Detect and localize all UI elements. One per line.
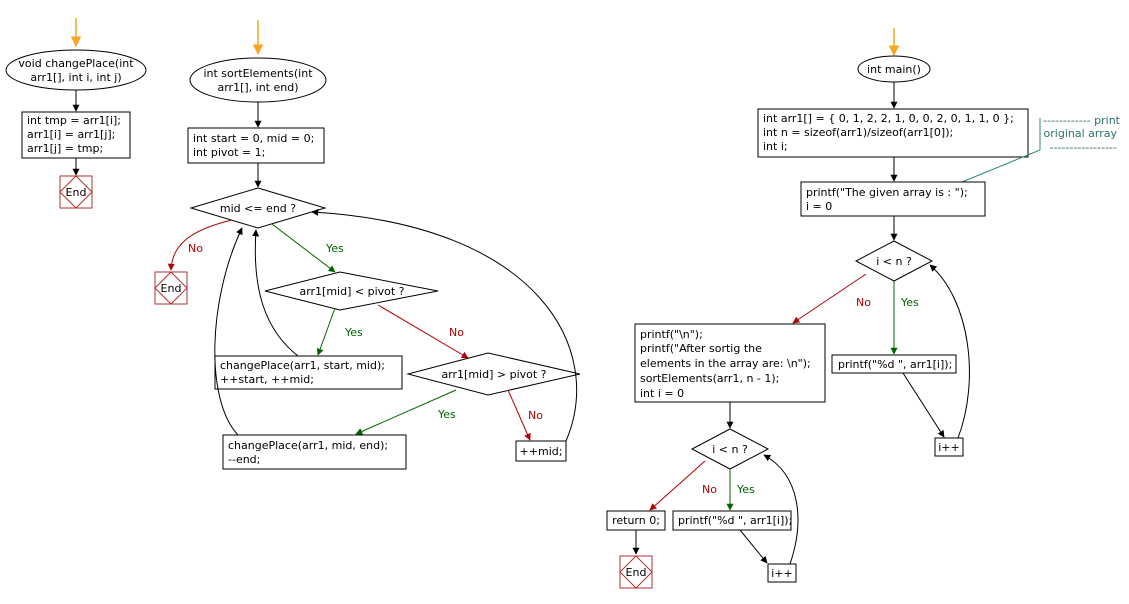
sort-elements-greater-condition-text: arr1[mid] > pivot ? [441,368,546,381]
no-label: No [856,296,871,309]
main-inc-1-node [934,437,964,457]
main-end-label: End [626,566,647,579]
yes-arrow [355,389,457,435]
sort-elements-swap-end-line-1: changePlace(arr1, mid, end); [228,439,388,452]
main-print-given-line-1: printf("The given array is : "); [806,186,968,199]
change-place-end-label: End [66,186,87,199]
change-place-start-line-2: arr1[], int i, int j) [30,71,121,84]
no-arrow [377,304,469,359]
main-after-line-3: elements in the array are: \n"); [640,357,811,370]
main-second-loop-condition-text: i < n ? [712,443,748,456]
loop-back-arrow [763,454,799,565]
main-decl-line-2: int n = sizeof(arr1)/sizeof(arr1[0]); [763,126,953,139]
main-print-item-1-node [831,354,957,374]
main-inc-2-node [767,563,797,583]
sort-elements-less-condition-text: arr1[mid] < pivot ? [299,285,404,298]
no-label: No [528,409,543,422]
yes-label: Yes [325,242,344,255]
sort-elements-less-condition-node [264,271,439,311]
main-decl-line-1: int arr1[] = { 0, 1, 2, 2, 1, 0, 0, 2, 0… [763,112,1014,125]
sort-elements-init-line-1: int start = 0, mid = 0; [193,132,314,145]
yes-label: Yes [344,326,363,339]
loop-back-arrow [252,229,299,357]
yes-label: Yes [900,296,919,309]
main-declarations-node [757,108,1029,158]
loop-back-arrow [214,227,243,436]
sort-elements-inc-mid-text: ++mid; [520,445,563,458]
sort-elements-greater-condition-node [406,352,581,396]
loop-back-arrow [929,264,970,439]
comment-line-1: ------------ print [1043,114,1121,127]
main-first-loop-condition-text: i < n ? [876,255,912,268]
change-place-swap-node [21,111,131,159]
end-diamond-icon [59,175,93,209]
sort-elements-loop-condition-text: mid <= end ? [220,202,296,215]
main-print-item-1-text: printf("%d ", arr1[i]); [838,358,952,371]
main-function: int main() int arr1[] = { 0, 1, 2, 2, 1,… [606,28,1121,589]
yes-arrow [316,307,336,356]
sort-elements-init-line-2: int pivot = 1; [193,146,265,159]
change-place-body-line-3: arr1[j] = tmp; [27,142,103,155]
change-place-start-node [5,49,147,91]
no-arrow [507,389,531,441]
change-place-body-line-1: int tmp = arr1[i]; [27,114,121,127]
main-return-text: return 0; [612,514,660,527]
no-arrow [167,219,233,271]
sort-elements-swap-start-line-1: changePlace(arr1, start, mid); [220,359,385,372]
no-label: No [449,326,464,339]
sort-elements-inc-mid-node [515,440,567,462]
change-place-body-line-2: arr1[i] = arr1[j]; [27,128,115,141]
sort-elements-init-node [187,127,325,164]
sort-elements-end-label: End [161,282,182,295]
main-print-given-node [800,181,986,217]
main-start-text: int main() [867,63,921,76]
sort-elements-swap-start-node [214,355,403,390]
sort-elements-function: int sortElements(int arr1[], int end) in… [154,20,581,470]
main-after-line-4: sortElements(arr1, n - 1); [640,372,779,385]
comment-line-3: ----------------- [1050,141,1118,154]
main-inc-1-text: i++ [938,441,960,454]
no-arrow [792,273,867,324]
main-inc-2-text: i++ [771,567,793,580]
change-place-start-line-1: void changePlace(int [18,57,134,70]
yes-label: Yes [437,408,456,421]
main-after-line-2: printf("After sortig the [640,342,762,355]
yes-label: Yes [736,483,755,496]
main-print-item-2-text: printf("%d ", arr1[i]); [678,514,792,527]
main-print-item-2-node [672,510,792,531]
no-label: No [702,483,717,496]
sort-elements-start-line-1: int sortElements(int [203,67,313,80]
main-decl-line-3: int i; [763,140,788,153]
main-after-sort-node [634,323,826,403]
no-arrow [649,460,706,511]
main-print-given-line-2: i = 0 [806,200,832,213]
sort-elements-swap-end-line-2: --end; [228,453,260,466]
end-diamond-icon [154,271,188,305]
comment-line-2: original array [1044,127,1118,140]
sort-elements-swap-end-node [222,434,407,470]
change-place-function: void changePlace(int arr1[], int i, int … [5,18,147,209]
sort-elements-start-node [189,57,327,103]
no-label: No [188,242,203,255]
arrow [739,529,768,564]
yes-arrow [271,223,336,273]
comment-connector [961,149,1041,183]
sort-elements-start-line-2: arr1[], int end) [217,81,298,94]
loop-back-arrow [311,208,578,442]
main-after-line-5: int i = 0 [640,387,684,400]
main-after-line-1: printf("\n"); [640,328,703,341]
arrow [902,372,945,438]
sort-elements-loop-condition-node [189,187,327,229]
sort-elements-swap-start-line-2: ++start, ++mid; [220,373,314,386]
end-diamond-icon [619,555,653,589]
